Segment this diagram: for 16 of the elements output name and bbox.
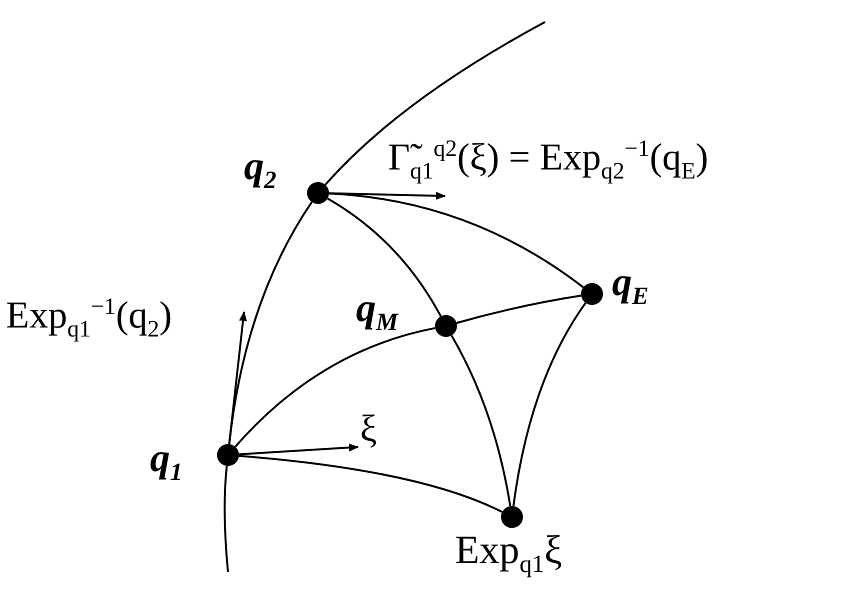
tangent-vector-label: Exp$_{q1}$$^{−1}$(q$_{2}$) [6, 296, 172, 342]
point-label: q$_{2}$ [244, 146, 276, 194]
point-label: q$_{1}$ [150, 438, 182, 486]
point-label: Exp$_{q1}$ξ [455, 530, 562, 578]
geodesic-curve [224, 466, 229, 572]
geodesic-curve [234, 327, 436, 448]
point-label: q$_{M}$ [356, 288, 398, 336]
geodesic-curve [450, 335, 512, 506]
geodesic-curve [512, 302, 586, 506]
point-label: q$_{E}$ [612, 262, 649, 310]
tangent-vector-formula: Γ̃$_{q1}$$^{q2}$(ξ) = Exp$_{q2}$$^{−1}$(q$_{E}$) [388, 138, 708, 184]
geodesic-curve [324, 21, 546, 186]
tangent-vector-label: ξ [360, 410, 377, 448]
geodesic-curve [238, 454, 503, 513]
geodesic-curve [327, 198, 442, 317]
geodesic-curve [456, 294, 582, 324]
